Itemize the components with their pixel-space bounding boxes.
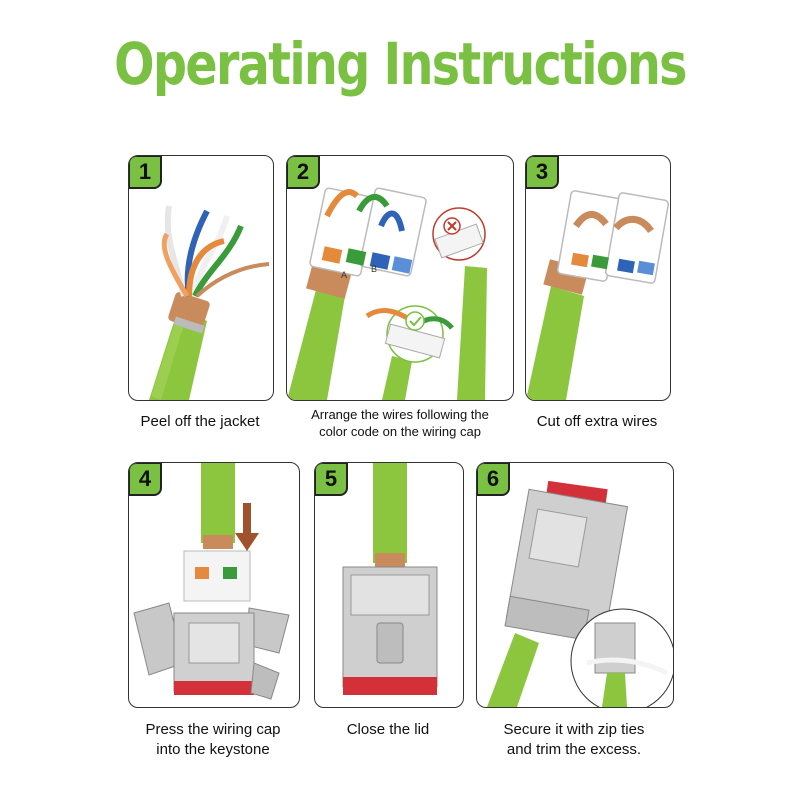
step-4-caption: Press the wiring cap into the keystone [145,721,281,758]
step-1-number: 1 [129,156,162,189]
step-5-number: 5 [315,463,348,496]
step-5-caption: Close the lid [346,721,430,738]
step-4-number: 4 [129,463,162,496]
step-3-illustration [526,190,670,400]
step-3-panel: 3 [525,155,671,401]
step-1-panel: 1 [128,155,274,401]
label-b: B [371,264,377,274]
step-2-panel: 2 A B [286,155,514,401]
step-4-panel: 4 [128,462,300,708]
step-1-caption: Peel off the jacket [140,413,260,430]
step-1-illustration [149,205,270,400]
step-6-panel: 6 [476,462,674,708]
step-3-caption: Cut off extra wires [536,413,658,430]
step-6-caption: Secure it with zip ties and trim the exc… [503,721,645,758]
step-2-caption: Arrange the wires following the color co… [311,407,489,439]
press-down-arrow-icon [235,503,259,551]
wrong-mark-icon [443,217,461,235]
step-5-panel: 5 [314,462,464,708]
page-title: Operating Instructions [114,30,687,98]
label-a: A [341,270,347,280]
step-5-illustration [342,463,438,695]
step-2-illustration: A B [287,187,487,400]
correct-mark-icon [405,311,425,331]
step-2-number: 2 [287,156,320,189]
step-3-number: 3 [526,156,559,189]
step-4-illustration [133,463,290,700]
step-6-illustration [487,480,673,707]
step-6-number: 6 [477,463,510,496]
